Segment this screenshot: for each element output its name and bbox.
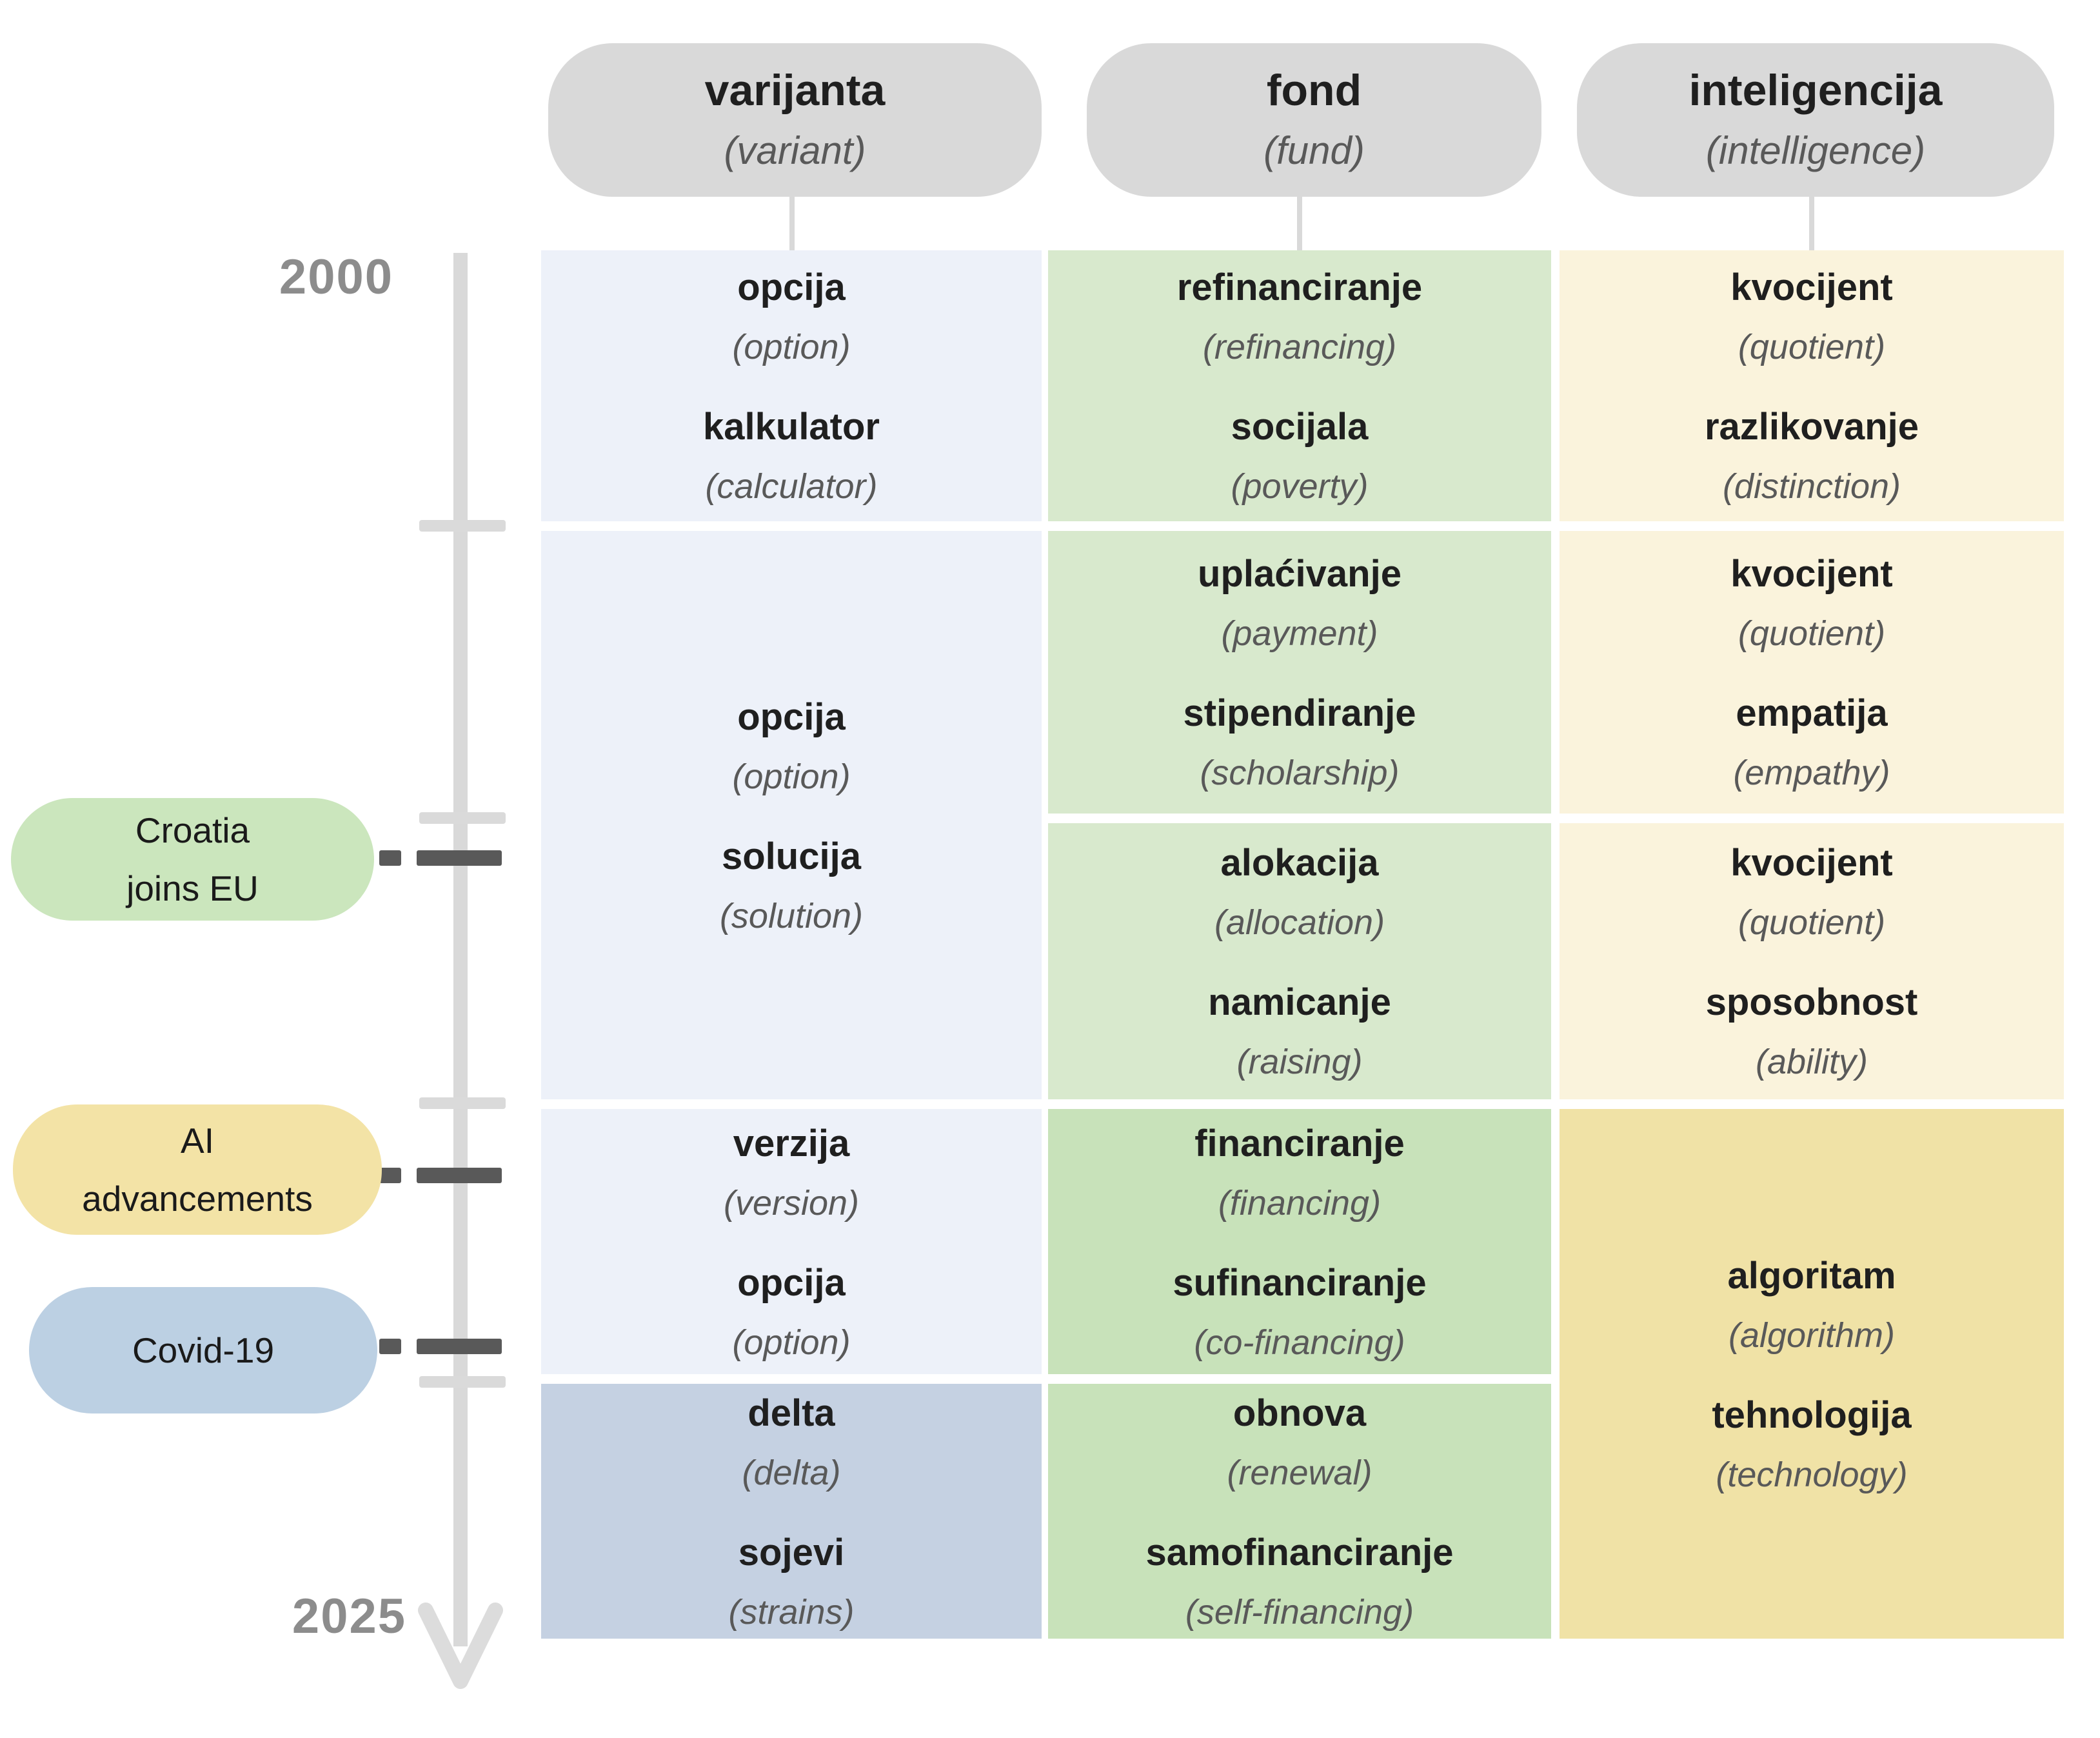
event-pill-croatia-joins-eu: Croatia joins EU	[11, 798, 374, 921]
cell-term: obnova	[1233, 1392, 1367, 1434]
event-label-line: AI	[181, 1121, 214, 1161]
timeline-start-year: 2000	[279, 250, 393, 305]
cell-term: sojevi	[738, 1531, 845, 1573]
event-label-line: Covid-19	[132, 1330, 275, 1370]
cell-term: razlikovanje	[1704, 406, 1919, 448]
cell-term: solucija	[722, 835, 861, 877]
column-header-varijanta: varijanta (variant)	[548, 43, 1042, 197]
cell-fond-2010-2015: alokacija (allocation) namicanje (raising)	[1048, 823, 1551, 1099]
cell-translation: (poverty)	[1231, 467, 1369, 506]
cell-translation: (quotient)	[1738, 903, 1886, 942]
cell-translation: (option)	[732, 1323, 851, 1362]
event-marker-dash-covid	[379, 1339, 401, 1354]
cell-fond-2000s: refinanciranje (refinancing) socijala (pov…	[1048, 250, 1551, 521]
header-connector-line	[1297, 197, 1302, 251]
cell-translation: (option)	[732, 328, 851, 366]
cell-term: refinanciranje	[1176, 266, 1423, 308]
timeline-axis-line	[453, 253, 468, 1646]
cell-term: namicanje	[1208, 981, 1391, 1023]
cell-fond-2005-2010: uplaćivanje (payment) stipendiranje (schol…	[1048, 531, 1551, 814]
event-marker-dash-ai	[379, 1168, 401, 1183]
timeline-tick-2005	[419, 520, 506, 532]
cell-varijanta-2005-2015: opcija (option) solucija (solution)	[541, 531, 1042, 1099]
cell-term: stipendiranje	[1183, 692, 1416, 734]
cell-term: opcija	[737, 695, 846, 738]
cell-translation: (refinancing)	[1202, 328, 1397, 366]
cell-translation: (financing)	[1218, 1183, 1382, 1223]
cell-translation: (strains)	[728, 1592, 855, 1632]
cell-translation: (algorithm)	[1728, 1315, 1896, 1355]
cell-translation: (self-financing)	[1185, 1592, 1414, 1632]
header-connector-line	[1809, 197, 1814, 251]
cell-translation: (empathy)	[1733, 754, 1890, 792]
event-pill-covid-19: Covid-19	[29, 1287, 377, 1413]
cell-translation: (solution)	[719, 896, 864, 935]
header-translation: (intelligence)	[1705, 129, 1926, 172]
cell-translation: (quotient)	[1738, 614, 1886, 653]
cell-inteligencija-2000s: kvocijent (quotient) razlikovanje (distinc…	[1560, 250, 2064, 521]
timeline-tick-2015	[419, 1097, 506, 1109]
cell-varijanta-2015-2020: verzija (version) opcija (option)	[541, 1109, 1042, 1374]
event-marker-croatia	[417, 850, 502, 866]
cell-translation: (technology)	[1716, 1455, 1908, 1494]
header-term: fond	[1266, 66, 1362, 115]
cell-translation: (renewal)	[1227, 1453, 1372, 1492]
cell-fond-2020-2025: obnova (renewal) samofinanciranje (self-fi…	[1048, 1384, 1551, 1639]
timeline-arrowhead-icon	[418, 1599, 503, 1699]
event-label-line: Croatia	[135, 810, 250, 850]
cell-translation: (scholarship)	[1200, 754, 1400, 792]
header-translation: (variant)	[724, 129, 866, 172]
timeline-tick-2010	[419, 812, 506, 824]
header-term: inteligencija	[1689, 66, 1943, 115]
cell-term: kvocijent	[1730, 842, 1893, 884]
cell-term: tehnologija	[1712, 1393, 1912, 1436]
cell-term: kvocijent	[1730, 553, 1893, 595]
cell-term: sposobnost	[1705, 981, 1918, 1023]
event-marker-dash-croatia	[379, 850, 401, 866]
cell-translation: (raising)	[1236, 1043, 1363, 1081]
cell-term: verzija	[733, 1122, 850, 1164]
cell-term: uplaćivanje	[1198, 553, 1402, 595]
cell-term: socijala	[1231, 406, 1369, 448]
header-translation: (fund)	[1263, 129, 1365, 172]
cell-translation: (version)	[723, 1183, 860, 1223]
cell-term: delta	[748, 1392, 835, 1434]
cell-inteligencija-2010-2015: kvocijent (quotient) sposobnost (ability)	[1560, 823, 2064, 1099]
header-connector-line	[789, 197, 795, 251]
cell-varijanta-2020-2025: delta (delta) sojevi (strains)	[541, 1384, 1042, 1639]
cell-term: sufinanciranje	[1173, 1261, 1427, 1304]
cell-inteligencija-2005-2010: kvocijent (quotient) empatija (empathy)	[1560, 531, 2064, 814]
cell-translation: (co-financing)	[1194, 1323, 1405, 1362]
event-marker-ai	[417, 1168, 502, 1183]
cell-translation: (ability)	[1755, 1043, 1868, 1081]
timeline-end-year: 2025	[292, 1589, 406, 1644]
column-header-inteligencija: inteligencija (intelligence)	[1577, 43, 2054, 197]
cell-term: opcija	[737, 266, 846, 308]
cell-translation: (delta)	[742, 1453, 841, 1492]
cell-inteligencija-2015-2025: algoritam (algorithm) tehnologija (technol…	[1560, 1109, 2064, 1639]
cell-term: financiranje	[1194, 1122, 1405, 1164]
cell-term: alokacija	[1220, 842, 1379, 884]
cell-translation: (payment)	[1221, 614, 1378, 653]
cell-translation: (calculator)	[705, 467, 878, 506]
cell-fond-2015-2020: financiranje (financing) sufinanciranje (c…	[1048, 1109, 1551, 1374]
event-label-line: advancements	[82, 1179, 313, 1219]
cell-translation: (allocation)	[1214, 903, 1385, 942]
cell-term: opcija	[737, 1261, 846, 1304]
event-marker-covid	[417, 1339, 502, 1354]
cell-varijanta-2000s: opcija (option) kalkulator (calculator)	[541, 250, 1042, 521]
cell-term: kvocijent	[1730, 266, 1893, 308]
cell-term: samofinanciranje	[1145, 1531, 1454, 1573]
header-term: varijanta	[704, 66, 886, 115]
cell-translation: (distinction)	[1722, 467, 1901, 506]
timeline-tick-2020	[419, 1376, 506, 1388]
cell-translation: (quotient)	[1738, 328, 1886, 366]
cell-translation: (option)	[732, 757, 851, 796]
cell-term: kalkulator	[703, 406, 880, 448]
event-pill-ai-advancements: AI advancements	[13, 1104, 382, 1235]
cell-term: empatija	[1736, 692, 1888, 734]
event-label-line: joins EU	[126, 868, 259, 908]
column-header-fond: fond (fund)	[1087, 43, 1541, 197]
cell-term: algoritam	[1727, 1254, 1896, 1297]
